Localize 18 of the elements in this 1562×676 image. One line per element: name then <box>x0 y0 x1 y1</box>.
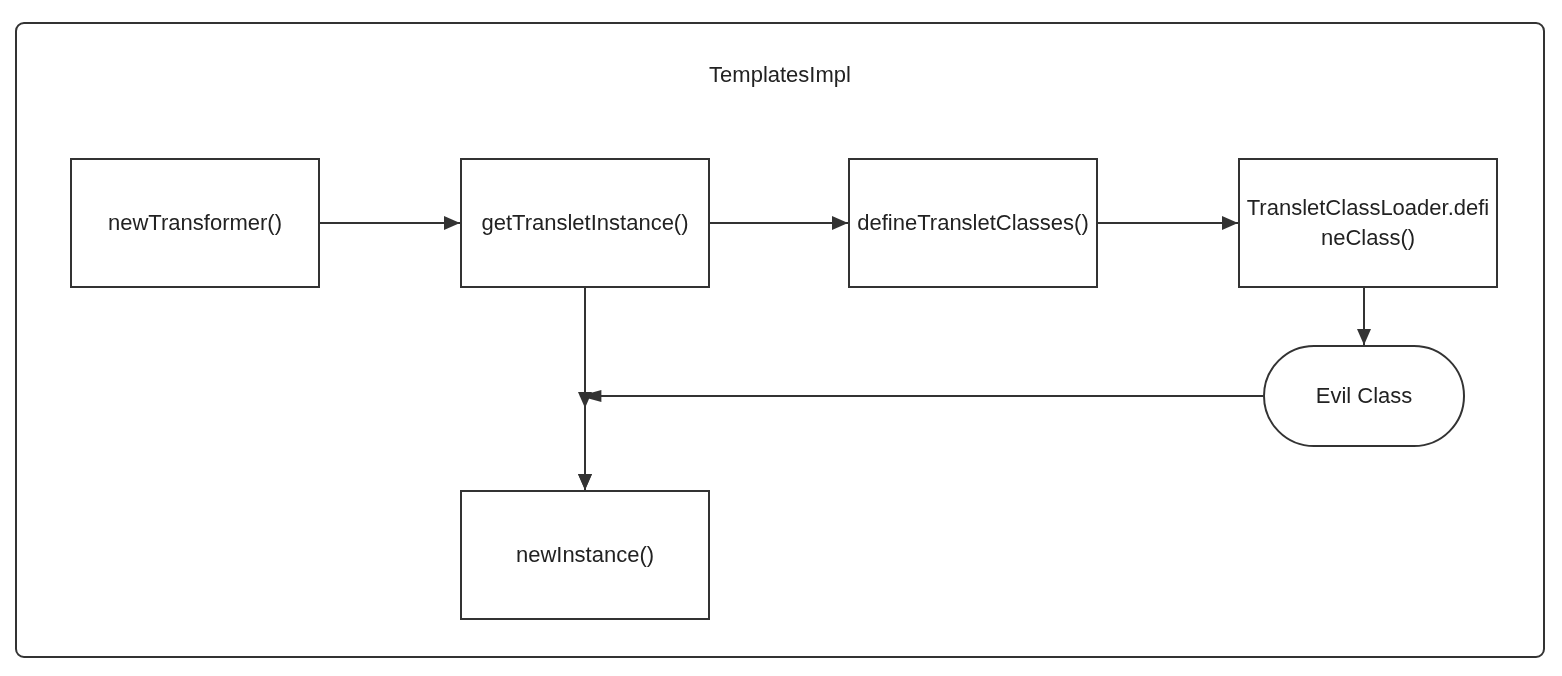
frame-title: TemplatesImpl <box>709 61 851 89</box>
container-frame <box>15 22 1545 658</box>
process-box <box>848 158 1098 288</box>
node-label: getTransletInstance() <box>481 209 689 237</box>
process-box <box>1238 158 1498 288</box>
process-box <box>460 158 710 288</box>
arrow <box>578 390 1264 491</box>
node-label: defineTransletClasses() <box>857 209 1089 237</box>
arrow <box>1097 216 1239 230</box>
node-label: TransletClassLoader.defineClass() <box>1245 194 1491 252</box>
process-box <box>70 158 320 288</box>
arrow <box>709 216 849 230</box>
arrow <box>1357 287 1371 346</box>
arrow <box>319 216 461 230</box>
node-label: Evil Class <box>1315 382 1413 410</box>
node-label: newInstance() <box>515 541 655 569</box>
process-box <box>460 490 710 620</box>
node-label: newTransformer() <box>108 209 282 237</box>
